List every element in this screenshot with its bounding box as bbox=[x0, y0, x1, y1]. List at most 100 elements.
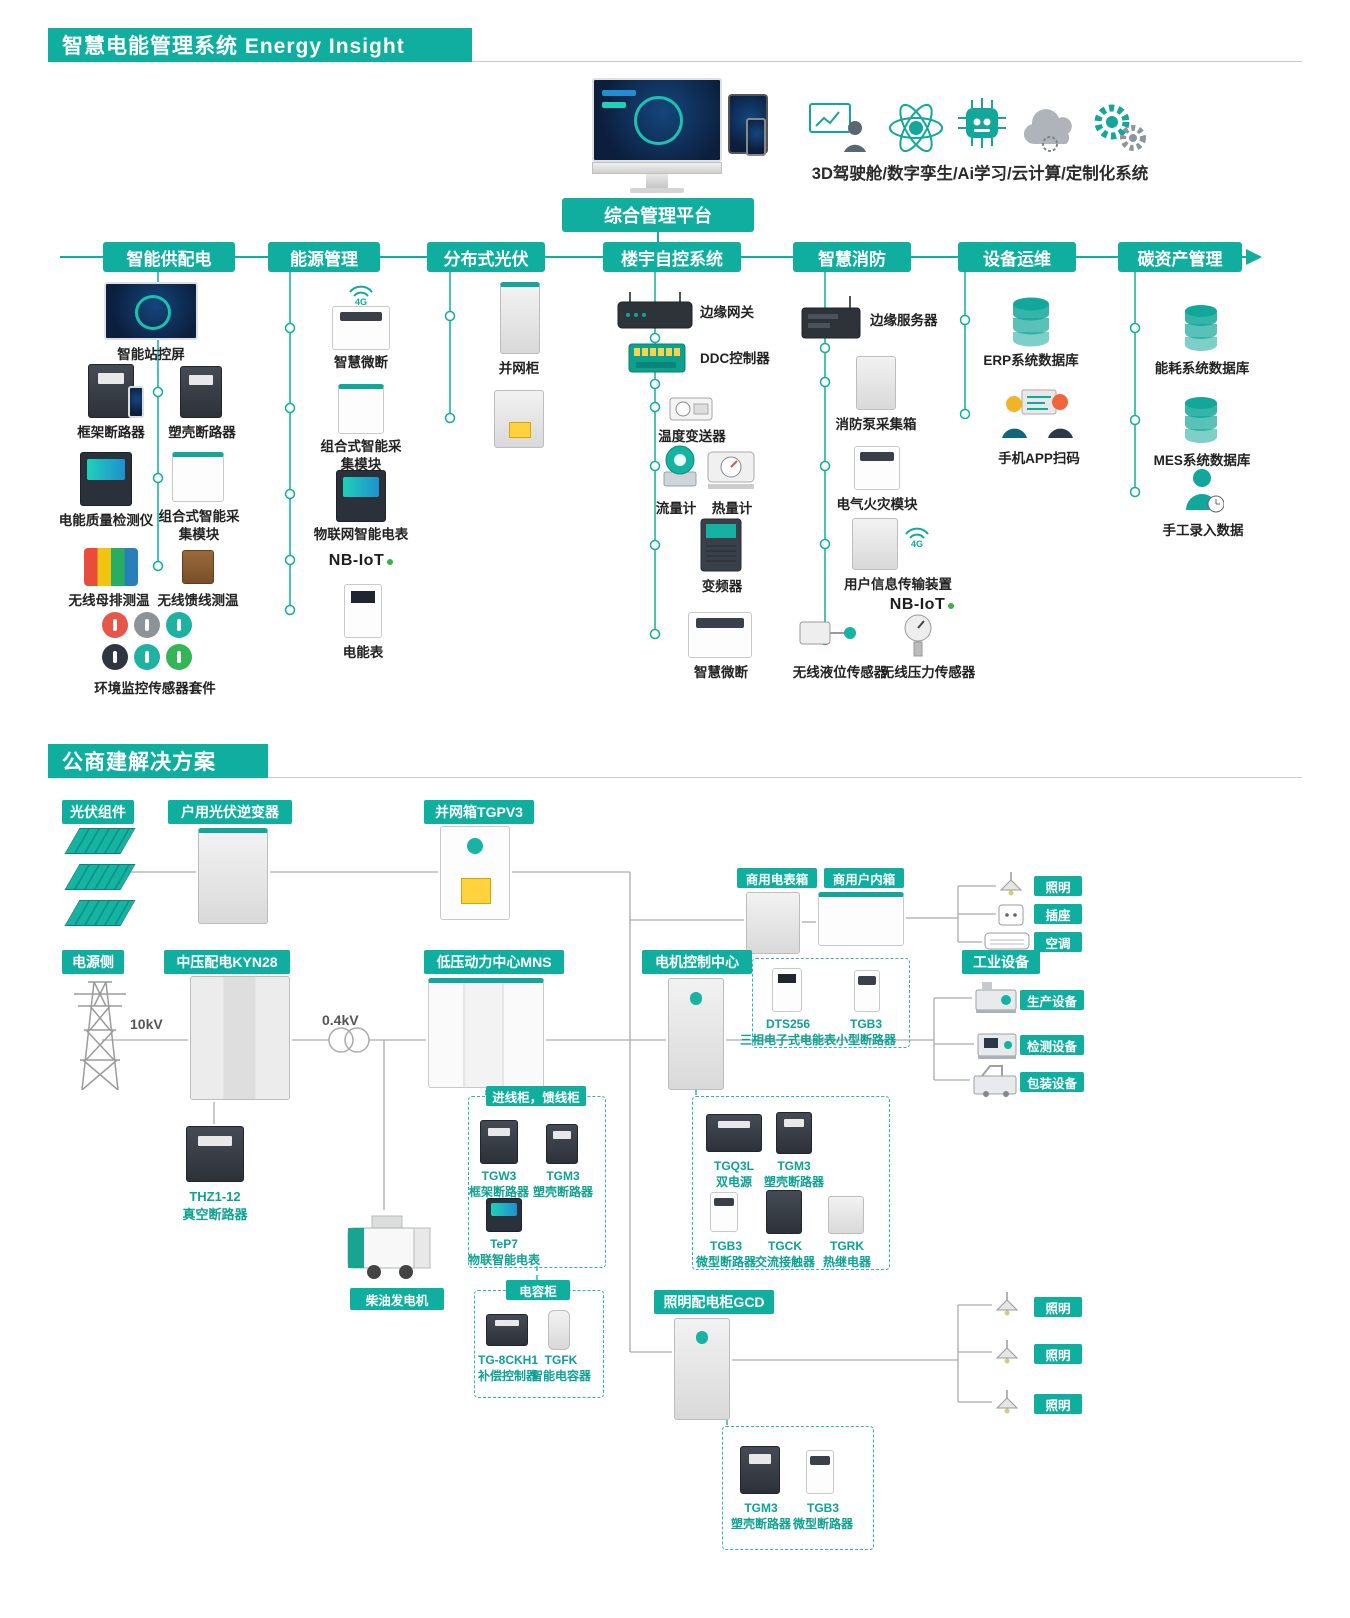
meterbox-tag: 商用电表箱 bbox=[737, 868, 817, 888]
diesel-generator-image bbox=[344, 1210, 434, 1287]
acq-module-label: 组合式智能采集模块 bbox=[158, 509, 240, 542]
tag-label: 柴油发电机 bbox=[365, 1293, 429, 1308]
smart-breaker-label: 智慧微断 bbox=[694, 665, 748, 680]
access-tag-icon bbox=[166, 644, 192, 670]
model-text: TeP7 bbox=[490, 1237, 518, 1251]
name-text: 交流接触器 bbox=[754, 1255, 815, 1270]
tgw3-label: TGW3 框架断路器 bbox=[468, 1168, 530, 1200]
tgb3-breaker-image bbox=[854, 970, 880, 1012]
tgm3-label: TGM3 塑壳断路器 bbox=[532, 1168, 594, 1200]
branch-label: 智能供配电 bbox=[126, 249, 212, 269]
pv-module-tag: 光伏组件 bbox=[62, 800, 134, 824]
branch-distributed-pv: 分布式光伏 bbox=[427, 242, 545, 272]
humidity-icon bbox=[134, 644, 160, 670]
tag-label: 电源侧 bbox=[72, 954, 114, 970]
mns-tag: 低压动力中心MNS bbox=[424, 950, 564, 974]
acq-module-label: 组合式智能采集模块 bbox=[320, 439, 402, 472]
env-sensors-label: 环境监控传感器套件 bbox=[94, 681, 216, 696]
tgm3-image bbox=[776, 1112, 812, 1154]
digital-twin-atom-icon bbox=[886, 100, 946, 161]
gridbox-tag: 并网箱TGPV3 bbox=[424, 800, 534, 824]
tgfk-image bbox=[548, 1310, 570, 1350]
platform-monitor-image bbox=[592, 78, 722, 162]
name-text: 智能电容器 bbox=[530, 1369, 591, 1384]
database-icon bbox=[1010, 296, 1052, 353]
tgm3-image bbox=[740, 1446, 780, 1494]
acb-breaker-label: 框架断路器 bbox=[77, 425, 145, 440]
kv10-text: 10kV bbox=[130, 1016, 163, 1032]
model-text: TGQ3L bbox=[713, 1159, 754, 1173]
tag-label: 并网箱TGPV3 bbox=[435, 804, 523, 820]
fire-pump-box-image bbox=[856, 356, 896, 410]
name-text: 微型断路器 bbox=[792, 1517, 853, 1532]
capacitor-title: 电容柜 bbox=[506, 1280, 570, 1300]
manual-entry-person-icon bbox=[1184, 466, 1225, 519]
tag-label: 插座 bbox=[1045, 908, 1071, 923]
kv04-text: 0.4kV bbox=[322, 1012, 359, 1028]
model-text: TGB3 bbox=[849, 1017, 882, 1031]
model-text: TGM3 bbox=[744, 1501, 778, 1515]
tag-label: 低压动力中心MNS bbox=[436, 954, 552, 970]
tag-label: 照明 bbox=[1045, 1301, 1071, 1316]
nbiot-logo: NB-IoT bbox=[882, 596, 962, 614]
section2-rule bbox=[268, 777, 1302, 778]
ddc-controller-label: DDC控制器 bbox=[700, 351, 770, 366]
name-text: 塑壳断路器 bbox=[532, 1185, 593, 1200]
branch-label: 能源管理 bbox=[290, 249, 358, 269]
lamp-icon bbox=[992, 1340, 1022, 1373]
energy-meter-label: 电能表 bbox=[342, 645, 384, 660]
tep7-label: TeP7 物联智能电表 bbox=[458, 1236, 550, 1268]
diesel-tag: 柴油发电机 bbox=[350, 1288, 444, 1310]
dashboard-bar bbox=[602, 102, 626, 108]
electric-fire-module-label: 电气火灾模块 bbox=[836, 497, 918, 512]
production-tag: 生产设备 bbox=[1020, 990, 1084, 1010]
tgrk-image bbox=[828, 1196, 864, 1234]
app-scan-label: 手机APP扫码 bbox=[998, 451, 1080, 466]
monitor-base bbox=[630, 188, 684, 193]
thz-label: THZ1-12 真空断路器 bbox=[180, 1188, 250, 1223]
temp-transmitter-image bbox=[668, 394, 714, 429]
acb-breaker-image bbox=[88, 364, 134, 418]
vfd-label: 变频器 bbox=[701, 579, 743, 594]
platform-button: 综合管理平台 bbox=[562, 198, 754, 232]
grid-cabinet-image bbox=[500, 282, 540, 354]
packing-machine-icon bbox=[972, 1064, 1018, 1103]
branch-label: 楼宇自控系统 bbox=[621, 249, 723, 269]
kyn-tag: 中压配电KYN28 bbox=[164, 950, 290, 974]
tgb3-label: TGB3 微型断路器 bbox=[790, 1500, 856, 1532]
powerside-tag: 电源侧 bbox=[62, 950, 124, 974]
tag-label: 进线柜，馈线柜 bbox=[492, 1090, 580, 1105]
cloud-computing-icon bbox=[1018, 104, 1082, 157]
tag-label: 光伏组件 bbox=[70, 804, 126, 820]
tag-label: 商用户内箱 bbox=[832, 872, 896, 887]
packing-tag: 包装设备 bbox=[1020, 1072, 1084, 1092]
smart-breaker-image bbox=[332, 306, 390, 350]
name-text: 小型断路器 bbox=[835, 1033, 896, 1048]
model-text: TGB3 bbox=[806, 1501, 839, 1515]
busbar-temp-label: 无线母排测温 bbox=[68, 593, 150, 608]
iot-meter-label: 物联网智能电表 bbox=[313, 527, 409, 542]
name-text: 框架断路器 bbox=[468, 1185, 529, 1200]
inverter-tag: 户用光伏逆变器 bbox=[168, 800, 292, 824]
heat-meter-label: 热量计 bbox=[711, 501, 753, 516]
gridbox-image bbox=[440, 826, 510, 920]
tgw3-image bbox=[480, 1120, 518, 1164]
4g-text: 4G bbox=[355, 297, 367, 306]
pressure-sensor-image bbox=[898, 612, 938, 663]
electric-fire-module-image bbox=[854, 446, 900, 490]
mccb-breaker-label: 塑壳断路器 bbox=[168, 425, 236, 440]
energy-meter-image bbox=[344, 584, 382, 638]
mes-db-label: MES系统数据库 bbox=[1153, 453, 1251, 468]
indoorbox-image bbox=[818, 892, 904, 946]
model-text: TG-8CKH1 bbox=[477, 1353, 538, 1367]
level-sensor-image bbox=[798, 616, 858, 663]
user-info-device-label: 用户信息传输装置 bbox=[844, 577, 952, 592]
iot-meter-image bbox=[336, 470, 386, 522]
name-text: 热继电器 bbox=[822, 1255, 871, 1270]
name-text: 物联智能电表 bbox=[467, 1253, 540, 1268]
model-text: TGRK bbox=[830, 1239, 864, 1253]
section1-rule bbox=[472, 61, 1302, 62]
model-text: DTS256 bbox=[765, 1017, 811, 1031]
tgrk-label: TGRK 热继电器 bbox=[814, 1238, 880, 1270]
